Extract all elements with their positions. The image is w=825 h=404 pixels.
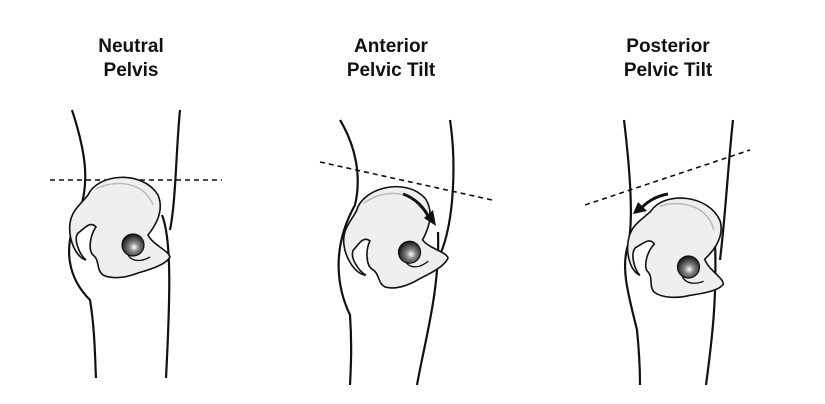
anterior-figure (319, 119, 493, 386)
title-line-2: Pelvis (103, 60, 159, 81)
title-line-1: Anterior (354, 36, 428, 57)
posterior-figure (584, 119, 751, 386)
title-line-1: Neutral (98, 36, 164, 57)
title-line-2: Pelvic Tilt (623, 60, 713, 81)
neutral-figure (50, 109, 222, 379)
title-line-2: Pelvic Tilt (346, 60, 436, 81)
neutral-pelvis-title: Neutral Pelvis (31, 35, 231, 83)
posterior-tilt-title: Posterior Pelvic Tilt (568, 35, 768, 83)
title-line-1: Posterior (626, 36, 710, 57)
anterior-tilt-title: Anterior Pelvic Tilt (291, 35, 491, 83)
